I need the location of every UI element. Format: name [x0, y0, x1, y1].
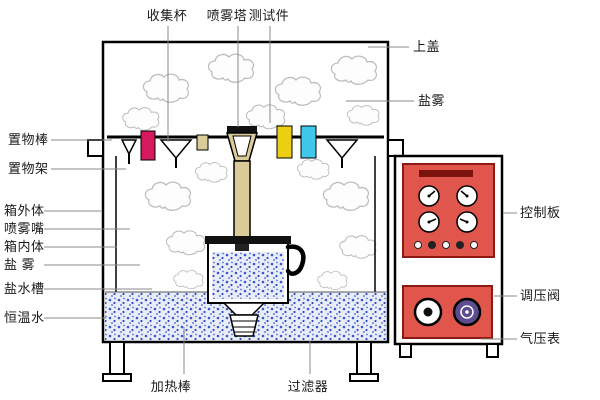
test-piece-small: [196, 134, 209, 151]
label-control-panel: 控制板: [520, 205, 561, 220]
cabinet-leg-right: [486, 343, 499, 358]
label-constant-temp-water: 恒温水: [4, 310, 45, 325]
label-salt-mist-left: 盐 雾: [4, 257, 35, 272]
cabinet-leg-left: [399, 343, 412, 358]
label-rack-rod: 置物棒: [8, 132, 49, 147]
diagram-labels: 收集杯 喷雾塔 测试件 上盖 盐雾 控制板 调压阀 气压表 置物棒 置物架 箱外…: [4, 8, 561, 394]
panel-heading-marking: [419, 170, 473, 177]
test-piece-red: [140, 130, 156, 161]
chamber-foot-left: [102, 373, 132, 382]
filter-body: [229, 314, 259, 337]
cloud-shape: [144, 181, 192, 211]
leader-lines: [44, 26, 517, 374]
label-filter: 过滤器: [288, 379, 329, 394]
panel-button: [414, 241, 422, 249]
pressure-valve-knob: [452, 297, 482, 327]
label-salt-water-tank: 盐水槽: [4, 281, 45, 296]
spray-nozzle: [235, 244, 249, 251]
inner-box-walls: [115, 156, 376, 300]
right-flange: [387, 139, 404, 157]
collection-cup-funnel-right: [325, 139, 359, 160]
test-piece-cyan: [300, 125, 317, 159]
cloud-shape: [142, 73, 190, 103]
left-flange: [87, 139, 104, 157]
spray-tower-funnel-inner: [232, 135, 252, 157]
panel-button: [470, 241, 478, 249]
reservoir-liquid: [212, 252, 284, 299]
label-collection-cup: 收集杯: [147, 8, 188, 23]
cloud-shape: [317, 270, 348, 291]
chamber-foot-right: [349, 373, 379, 382]
label-pressure-valve: 调压阀: [520, 288, 561, 303]
gauge-dial: [418, 185, 440, 207]
reservoir-handle: [285, 244, 306, 276]
panel-button: [428, 241, 436, 249]
label-salt-mist-right: 盐雾: [418, 93, 445, 108]
label-inner-body: 箱内体: [4, 239, 45, 254]
cloud-shape: [296, 159, 330, 180]
test-piece-yellow: [276, 125, 293, 159]
cloud-shape: [173, 269, 204, 290]
cloud-shape: [207, 53, 255, 83]
placement-rack-bracket: [120, 139, 138, 156]
label-pressure-gauge: 气压表: [520, 331, 561, 346]
gauge-dial: [418, 211, 440, 233]
chamber-leg-left: [109, 341, 125, 375]
reservoir-rim: [205, 236, 291, 244]
panel-button: [442, 241, 450, 249]
cloud-shape: [274, 76, 322, 106]
spray-tower-cap: [227, 126, 257, 133]
label-heating-rod: 加热棒: [151, 379, 192, 394]
panel-button: [456, 241, 464, 249]
label-top-cover: 上盖: [413, 39, 440, 54]
label-spray-nozzle: 喷雾嘴: [4, 221, 45, 236]
cloud-shape: [339, 235, 377, 259]
gauge-dial: [456, 211, 478, 233]
label-outer-body: 箱外体: [4, 203, 45, 218]
cloud-shape: [165, 230, 206, 256]
cloud-shape: [322, 181, 370, 211]
label-test-piece: 测试件: [249, 8, 290, 23]
label-spray-tower: 喷雾塔: [207, 8, 248, 23]
cloud-shape: [122, 107, 160, 131]
cloud-shape: [346, 105, 380, 126]
label-rack-shelf: 置物架: [8, 161, 49, 176]
cloud-shape: [245, 104, 286, 130]
panel-buttons: [414, 241, 478, 249]
cloud-shape: [330, 55, 378, 85]
filter-stripes: [231, 320, 257, 333]
panel-gauges: [418, 185, 478, 233]
pressure-gauge-dial: [413, 297, 443, 327]
collection-cup-funnel-left: [159, 139, 193, 160]
gauge-dial: [456, 185, 478, 207]
salt-mist-clouds: [122, 53, 380, 291]
cloud-shape: [194, 162, 228, 183]
chamber-leg-right: [356, 341, 372, 375]
